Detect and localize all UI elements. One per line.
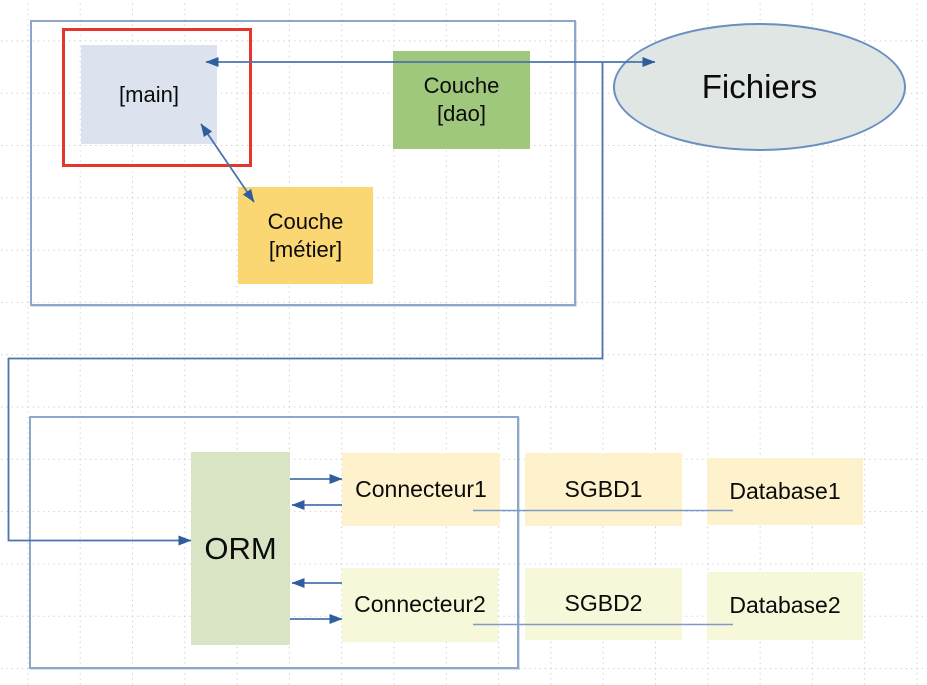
fichiers-ellipse: Fichiers	[613, 23, 906, 151]
database1-box: Database1	[707, 458, 863, 525]
connecteur1-box: Connecteur1	[342, 453, 500, 526]
orm-box: ORM	[191, 452, 290, 645]
sgbd2-box: SGBD2	[525, 568, 682, 640]
database2-box: Database2	[707, 572, 863, 640]
sgbd1-box: SGBD1	[525, 453, 682, 526]
metier-box: Couche [métier]	[238, 187, 373, 284]
connecteur2-box: Connecteur2	[342, 568, 498, 642]
dao-box: Couche [dao]	[393, 51, 530, 149]
highlight-red-frame	[62, 28, 252, 167]
